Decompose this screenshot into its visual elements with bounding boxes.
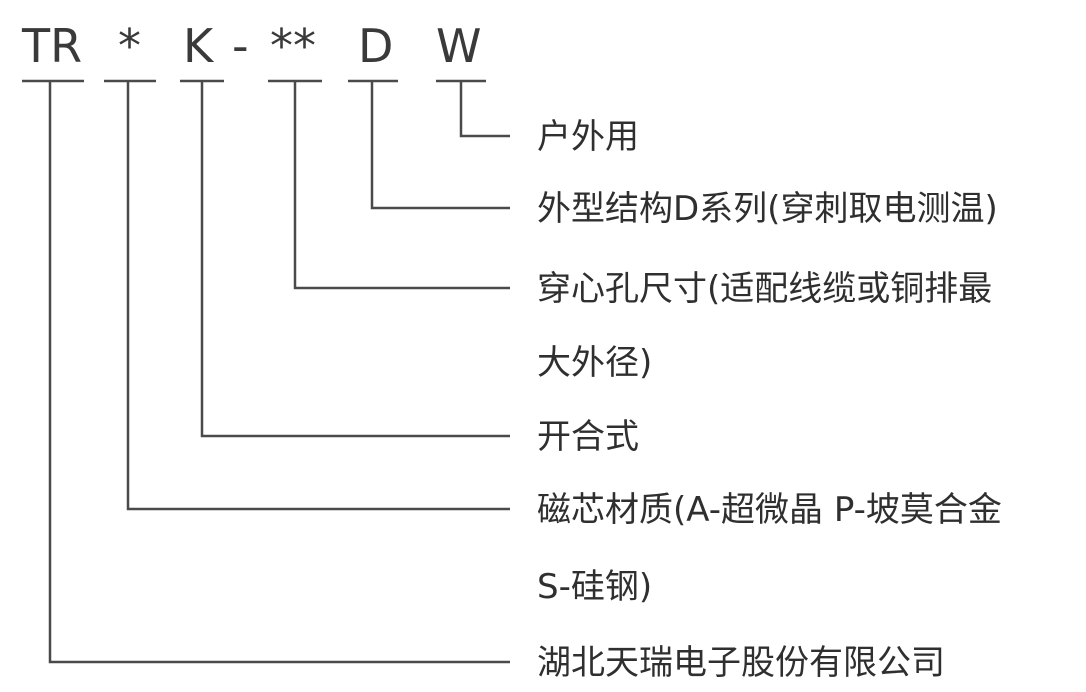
desc-hole-size-line1: 穿心孔尺寸(适配线缆或铜排最: [537, 269, 992, 309]
desc-core-material-line1: 磁芯材质(A-超微晶 P-坡莫合金: [537, 490, 1002, 530]
code-k: K: [183, 19, 215, 73]
leader-split: [200, 81, 510, 438]
code-tr: TR: [21, 19, 82, 73]
code-dash: -: [232, 19, 249, 73]
desc-company: 湖北天瑞电子股份有限公司: [537, 643, 945, 683]
code-core-material: *: [118, 19, 141, 73]
leader-core-material: [126, 81, 510, 511]
desc-split: 开合式: [537, 417, 639, 457]
code-d: D: [358, 19, 393, 73]
leader-outdoor: [459, 81, 510, 138]
desc-core-material-line2: S-硅钢): [537, 567, 652, 607]
leader-hole-size: [293, 81, 510, 290]
desc-outdoor: 户外用: [537, 117, 639, 157]
desc-hole-size-line2: 大外径): [537, 343, 652, 383]
code-hole-size: **: [270, 19, 316, 73]
code-w: W: [436, 19, 481, 73]
leader-company: [48, 81, 510, 664]
leader-d-series: [370, 81, 510, 210]
desc-d-series: 外型结构D系列(穿刺取电测温): [537, 189, 998, 229]
